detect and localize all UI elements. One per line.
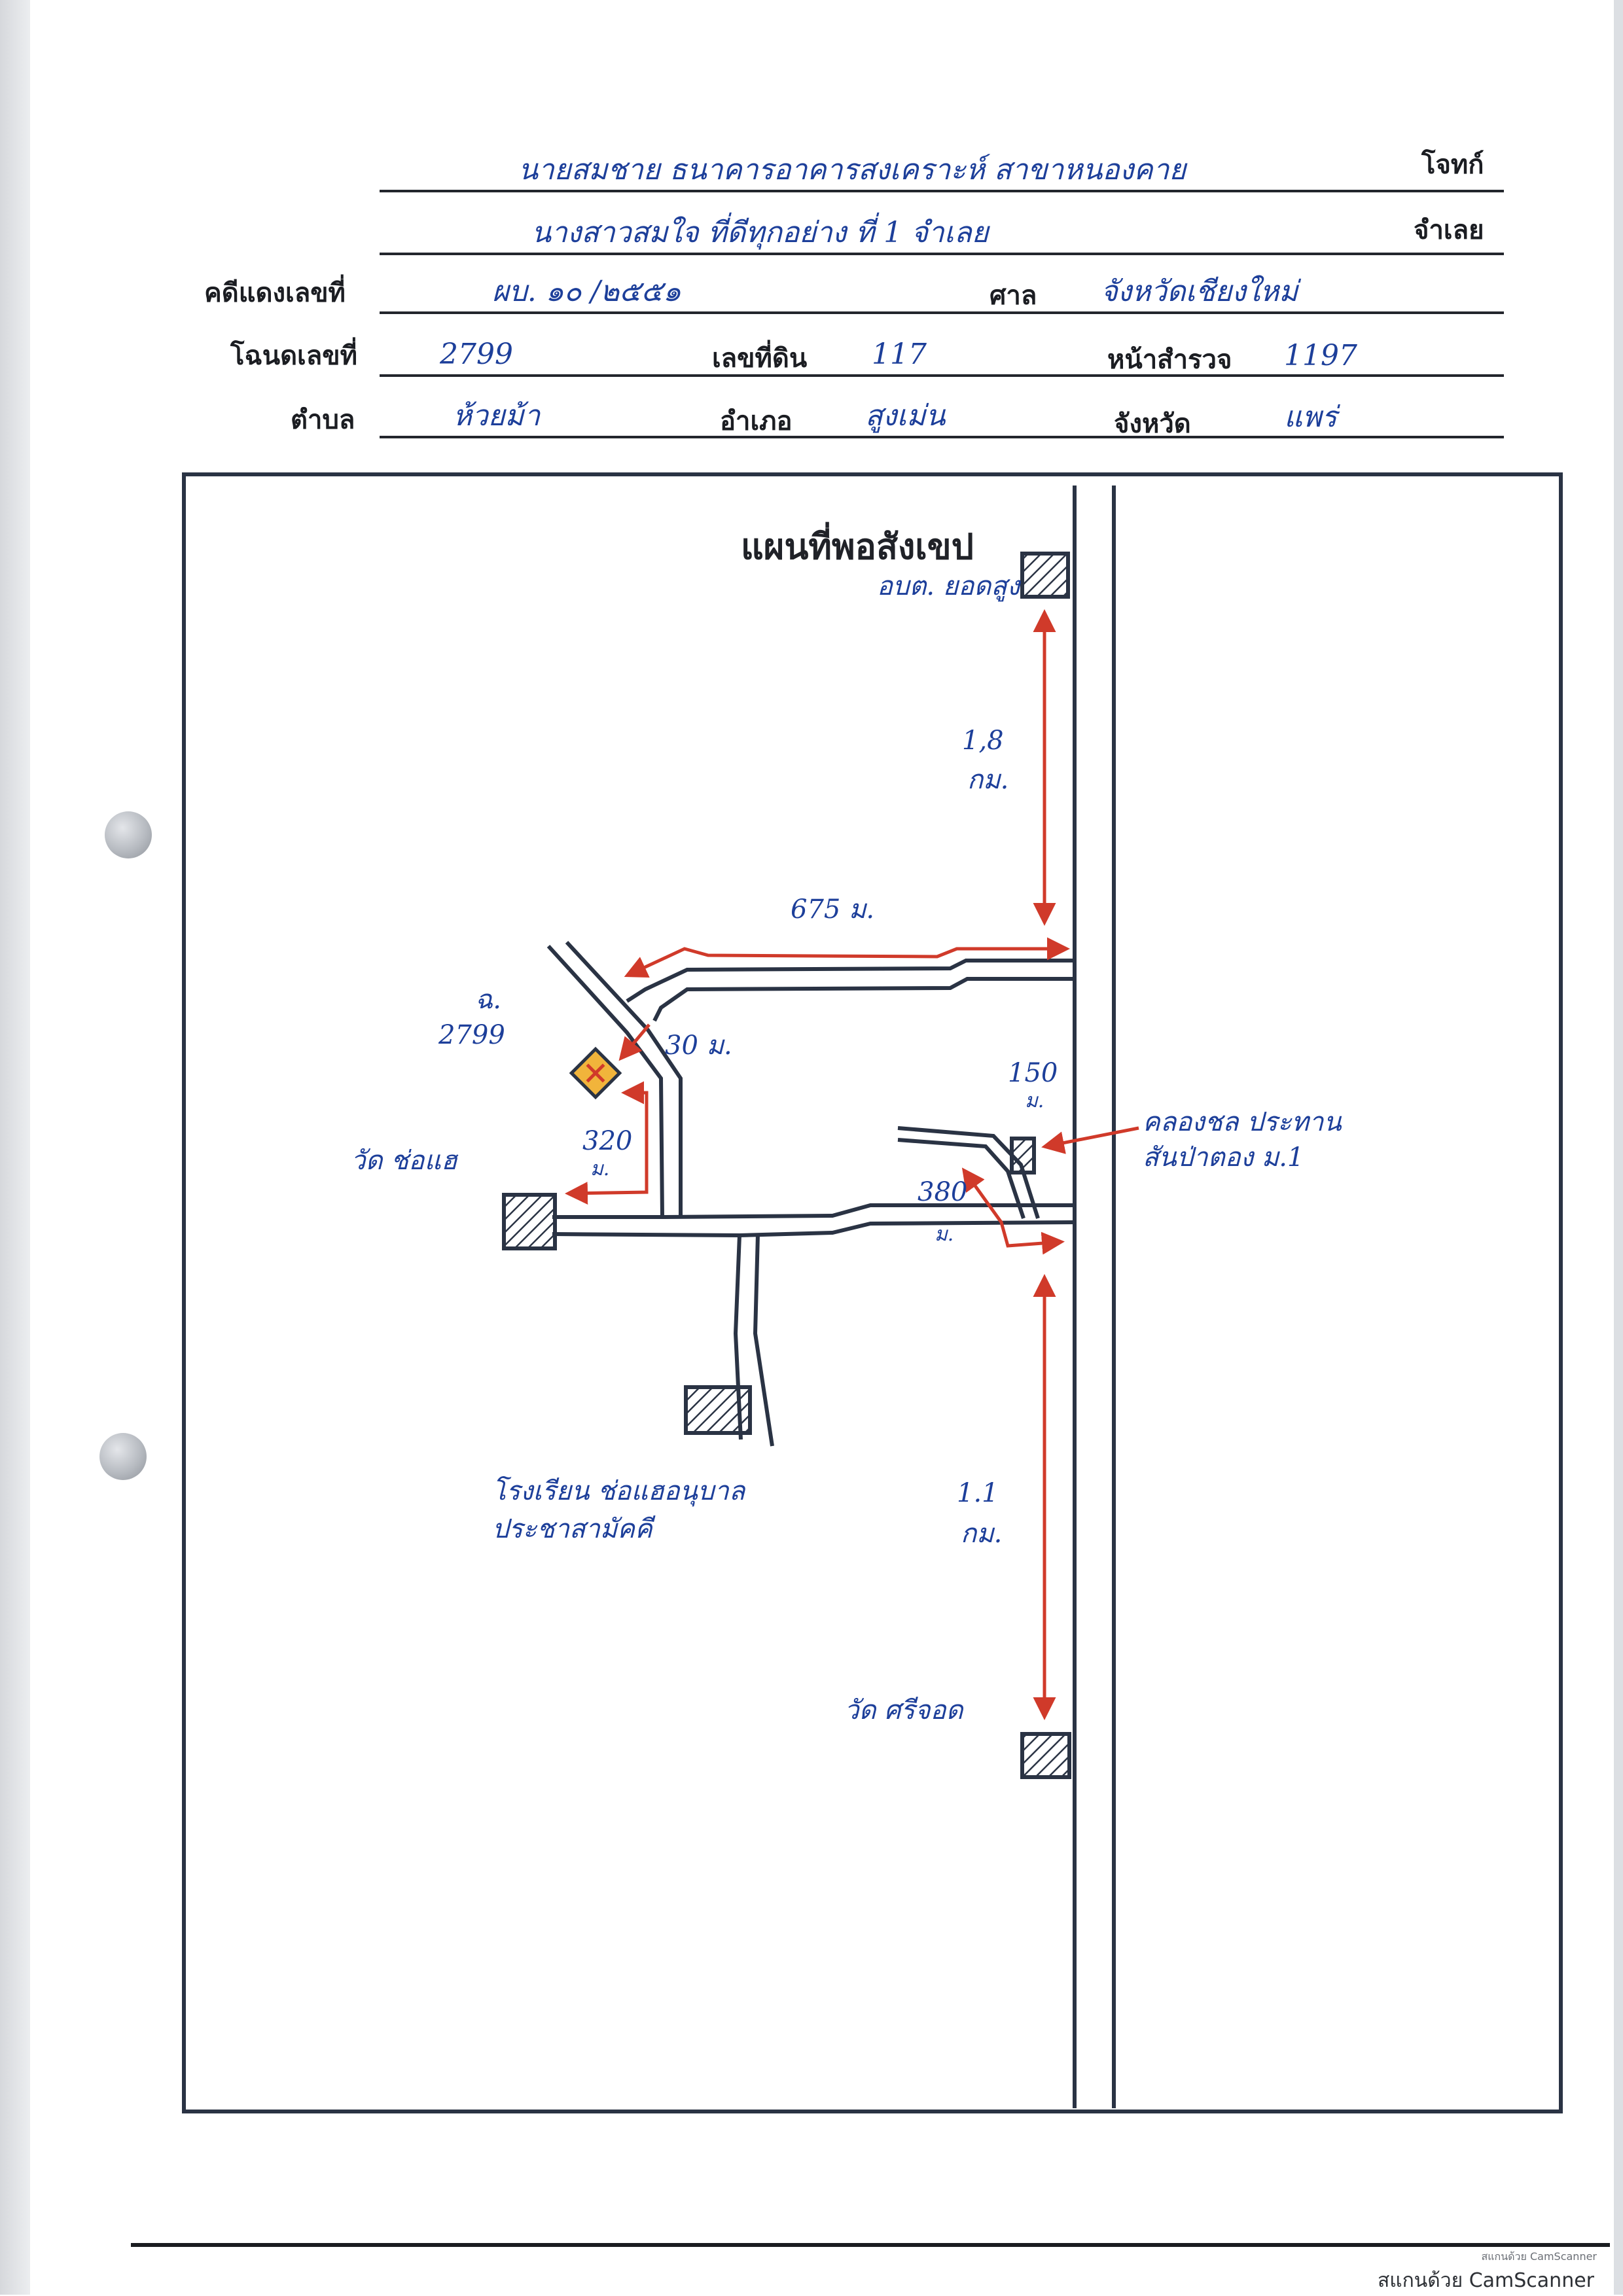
row1-underline [380, 190, 1504, 192]
map-frame [182, 472, 1563, 2113]
map-title: แผนที่พอสังเขป [741, 526, 974, 567]
label-left-distance-unit: ม. [590, 1157, 610, 1180]
label-south-distance-value: 1.1 [957, 1478, 999, 1508]
land-no-value: 117 [872, 338, 927, 371]
punch-hole-bottom [99, 1433, 147, 1480]
province-label: จังหวัด [1114, 409, 1191, 439]
landmark-temple-left [502, 1193, 557, 1250]
case-no-value: ผบ. ๑๐ /๒๕๕๑ [492, 275, 681, 308]
row2-underline [380, 253, 1504, 255]
plot-marker [569, 1046, 622, 1100]
label-school: โรงเรียน ช่อแฮอนุบาล ประชาสามัคคี [492, 1476, 745, 1544]
court-label: ศาล [990, 281, 1037, 311]
landmark-temple-bottom [1020, 1732, 1071, 1779]
subdistrict-label: ตำบล [291, 405, 355, 435]
arrow-right-bottom [961, 1167, 1065, 1255]
label-canal-offset-value: 150 [1008, 1058, 1058, 1088]
landmark-school [684, 1385, 752, 1435]
arrow-top-road [624, 937, 1070, 978]
district-value: สูงเม่น [865, 399, 946, 433]
label-right-bottom-distance-value: 380 [918, 1177, 968, 1207]
deed-no-label: โฉนดเลขที่ [230, 341, 357, 371]
label-temple-bottom: วัด ศรีจอด [844, 1695, 963, 1725]
row4-underline [380, 374, 1504, 377]
label-temple-left: วัด ช่อแฮ [351, 1146, 457, 1176]
label-canal: คลองชล ประทานสันป่าตอง ม.1 [1143, 1107, 1342, 1173]
cross-road-lower [552, 1220, 1075, 1238]
survey-page-value: 1197 [1284, 339, 1357, 372]
row5-underline [380, 436, 1504, 438]
defendant-label: จำเลย [1414, 215, 1484, 245]
survey-page-label: หน้าสำรวจ [1107, 345, 1232, 375]
arrow-left-temple [565, 1081, 649, 1205]
district-label: อำเภอ [720, 406, 793, 436]
subdistrict-value: ห้วยม้า [453, 399, 541, 433]
footer-watermark-small: สแกนด้วย CamScanner [1481, 2250, 1597, 2263]
punch-hole-top [105, 811, 152, 858]
page-edge-right [1614, 0, 1623, 2295]
top-road-lower [652, 977, 1075, 1022]
plaintiff-label: โจทก์ [1421, 150, 1484, 180]
arrow-canal [1041, 1126, 1139, 1154]
row3-underline [380, 311, 1504, 314]
label-right-bottom-distance-unit: ม. [935, 1223, 954, 1246]
plaintiff-name: นายสมชาย ธนาคารอาคารสงเคราะห์ สาขาหนองคา… [518, 153, 1186, 186]
label-land-prefix: ฉ. [475, 985, 501, 1015]
label-sao: อบต. ยอดสูง [877, 571, 1020, 601]
label-north-distance-unit: กม. [967, 765, 1009, 795]
label-to-plot-distance: 30 ม. [665, 1031, 732, 1061]
label-left-distance-value: 320 [582, 1126, 633, 1156]
cross-road-upper [552, 1203, 1075, 1219]
footer-watermark: สแกนด้วย CamScanner [1377, 2269, 1594, 2292]
label-top-road-distance: 675 ม. [791, 894, 875, 925]
defendant-name: นางสาวสมใจ ที่ดีทุกอย่าง ที่ 1 จำเลย [531, 216, 989, 249]
diagonal-road-a [546, 944, 664, 1218]
deed-no-value: 2799 [440, 338, 513, 371]
label-land-number: 2799 [438, 1020, 505, 1050]
landmark-canal [1010, 1137, 1036, 1174]
arrow-to-plot [618, 1023, 651, 1061]
landmark-sao-building [1020, 552, 1070, 599]
land-no-label: เลขที่ดิน [712, 344, 808, 374]
court-value: จังหวัดเชียงใหม่ [1101, 275, 1298, 308]
label-south-distance-unit: กม. [961, 1519, 1003, 1549]
label-canal-offset-unit: ม. [1025, 1089, 1044, 1112]
school-road-b [753, 1233, 774, 1447]
label-north-distance-value: 1,8 [962, 726, 1004, 756]
diagonal-road-b [565, 940, 683, 1217]
province-value: แพร่ [1284, 400, 1337, 434]
footer-line [131, 2243, 1610, 2247]
page-edge-left [0, 0, 30, 2295]
case-no-label: คดีแดงเลขที่ [204, 278, 346, 308]
